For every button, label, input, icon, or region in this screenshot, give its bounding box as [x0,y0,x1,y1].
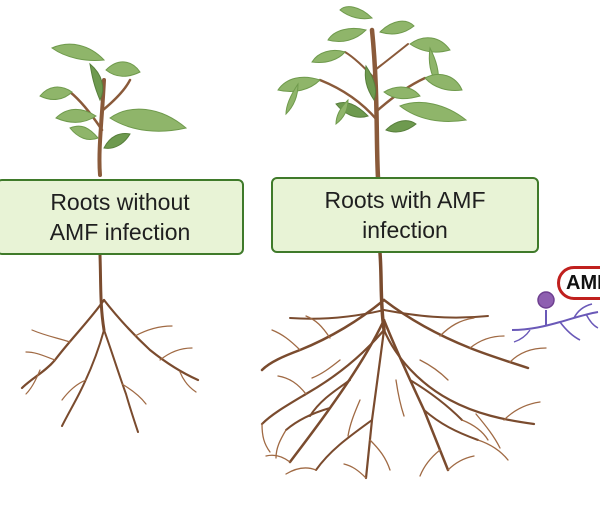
hypha [559,321,581,341]
root-hair [439,317,475,337]
root-hair [477,439,509,461]
root-branch [409,379,463,421]
hypha [513,329,531,343]
root-branch [20,298,106,390]
root-branch [103,329,139,433]
plant-with-amf [260,6,547,480]
root-hair [305,315,331,339]
root-hair [469,335,505,349]
root-hair [419,359,449,381]
root-hair [261,423,271,453]
root-branch [309,379,351,417]
root-hair [61,379,87,401]
root-hair [25,369,41,395]
leaf [105,61,141,77]
root-hair [271,329,301,351]
root-branch [285,407,331,431]
root-hair [447,455,475,471]
root-hair [503,401,541,421]
leaf [385,120,417,133]
spore [537,291,555,309]
leaf [50,43,106,61]
root-hair [343,463,367,479]
amf-tag: AMF [557,266,600,300]
root-branch [102,298,200,382]
root-branch [382,298,530,370]
leaf [55,109,97,123]
root-hair [461,419,489,441]
hypha [585,313,599,329]
root-hair [159,347,193,361]
stem-branch [101,78,132,112]
root-hair [31,329,71,343]
leaf [285,82,299,116]
leaf [109,108,188,132]
root-branch [61,329,105,427]
root-branch [423,409,479,441]
root-hair [275,429,287,459]
root-hair [277,375,307,395]
stem [97,78,106,177]
stem-branch [68,90,104,132]
label-line: Roots without [50,189,190,215]
root-hair [25,351,56,361]
leaf [335,98,349,126]
stem-branch [374,43,409,71]
leaf [339,6,374,20]
root-hair [419,449,441,477]
amf-fungus [511,291,599,343]
leaf [327,27,367,43]
root-branch [382,328,536,426]
taproot [378,251,386,332]
root-branch [260,328,386,426]
root-branch [382,318,450,472]
plant-without-amf [20,43,200,433]
leaf [69,125,99,141]
root-hair [311,359,341,379]
taproot [98,253,106,332]
label-line: infection [362,217,448,243]
leaf [409,37,451,53]
leaf [103,133,131,149]
label-roots-with-amf: Roots with AMF infection [271,177,539,253]
label-line: AMF infection [49,219,191,245]
root-hair [134,325,173,337]
root-hair [395,379,405,417]
leaf [364,64,377,102]
hypha [511,311,599,331]
leaf [424,74,463,91]
root-branch [364,328,386,480]
root-branch [260,298,386,372]
root-hair [475,413,501,449]
root-hair [121,383,147,405]
root-hair [509,347,547,363]
leaf [277,76,321,93]
stem-branch [344,51,377,81]
root-hair [179,371,197,393]
root-hair [347,399,361,437]
stem [369,27,381,181]
leaf [39,86,73,100]
root-branch [289,309,385,320]
leaf [89,62,104,102]
leaf [379,20,415,35]
stem-branch [318,78,379,122]
leaf [311,49,346,63]
root-branch [315,419,373,471]
root-hair [265,454,291,463]
root-hair [285,467,317,475]
label-roots-without-amf: Roots without AMF infection [0,179,244,255]
root-hair [369,439,391,471]
leaf [383,86,421,100]
leaf [399,102,468,122]
label-line: Roots with AMF [324,187,486,213]
hypha [573,303,593,319]
root-branch [383,309,489,319]
